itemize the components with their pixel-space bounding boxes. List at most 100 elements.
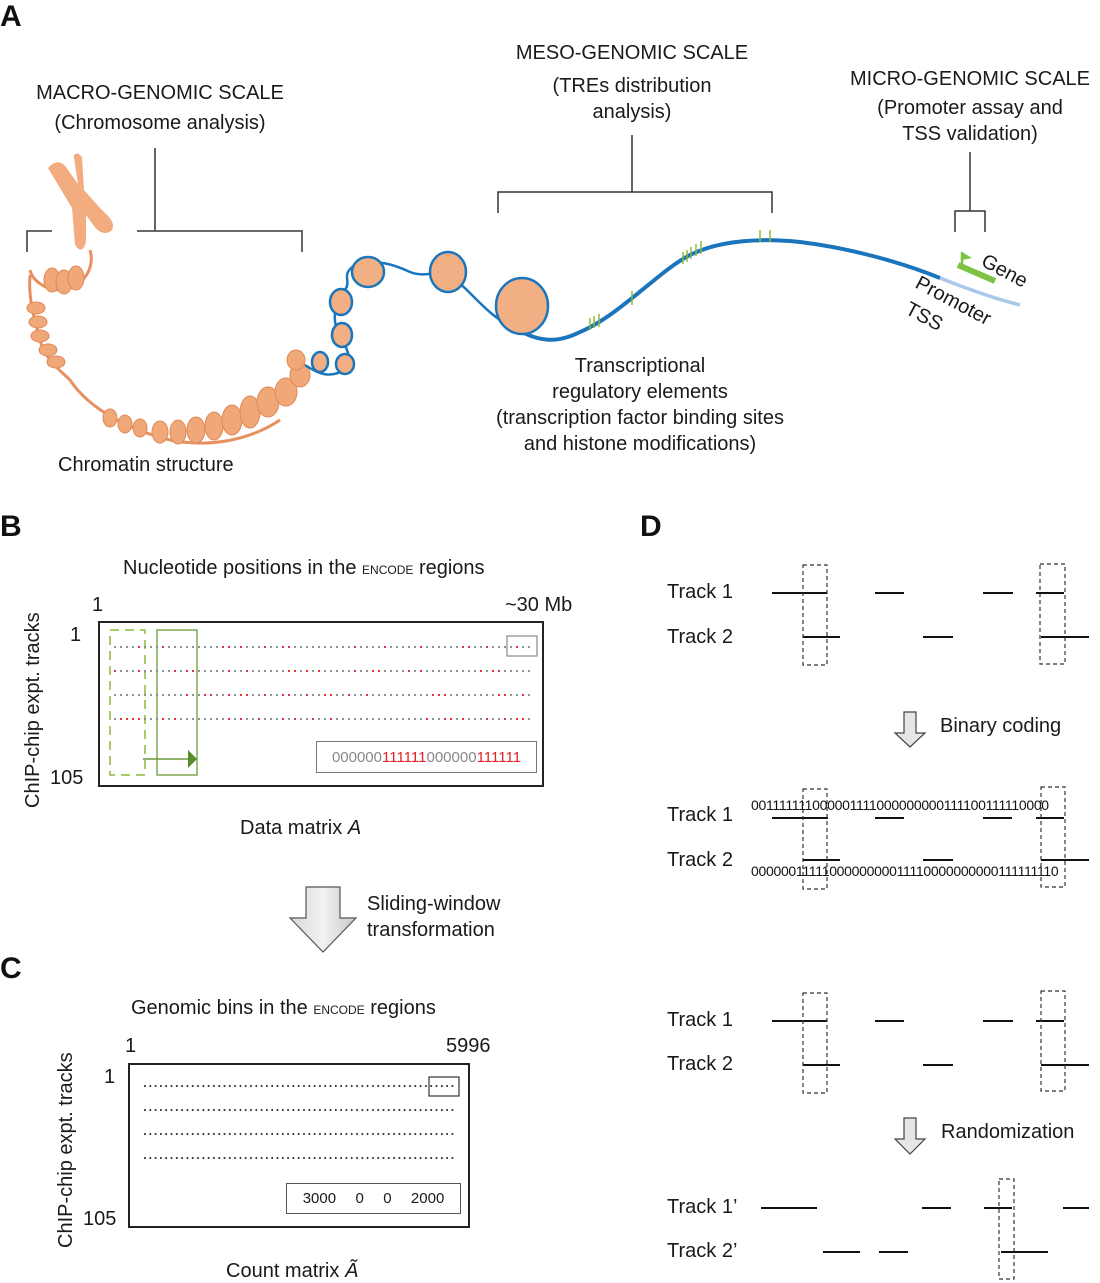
bin-dot <box>218 1109 221 1111</box>
bin-dot <box>409 1109 411 1111</box>
zero-dot <box>413 717 417 721</box>
bin-dot <box>207 1133 210 1135</box>
zero-dot <box>377 693 381 697</box>
one-dot <box>521 693 525 697</box>
zero-dot <box>257 645 261 649</box>
one-dot <box>293 669 297 673</box>
zero-dot <box>503 645 507 649</box>
bin-dot <box>313 1109 316 1111</box>
one-dot <box>293 717 297 721</box>
zero-dot <box>383 669 387 673</box>
zero-dot <box>371 645 375 649</box>
bin-dot <box>424 1085 427 1087</box>
zero-dot <box>455 717 459 721</box>
zero-dot <box>143 645 147 649</box>
zero-dot <box>527 693 531 697</box>
bin-dot <box>255 1085 258 1087</box>
zero-dot <box>113 693 117 697</box>
zero-dot <box>485 669 489 673</box>
one-dot <box>227 717 231 721</box>
zero-dot <box>389 669 393 673</box>
zero-dot <box>467 693 471 697</box>
bin-dot <box>382 1157 385 1159</box>
zero-dot <box>377 645 381 649</box>
overlap-window <box>1040 786 1066 888</box>
count-inset: 3000 0 0 2000 <box>286 1183 461 1214</box>
zero-dot <box>179 645 183 649</box>
one-dot <box>449 717 453 721</box>
bin-dot <box>165 1157 168 1159</box>
zero-dot <box>335 669 339 673</box>
zero-dot <box>245 717 249 721</box>
bin-dot <box>356 1157 358 1159</box>
bin-dot <box>403 1157 406 1159</box>
zero-dot <box>179 669 183 673</box>
bin-dot <box>276 1085 279 1087</box>
bin-dot <box>191 1133 194 1135</box>
panel-c-y-end: 105 <box>83 1208 117 1230</box>
bin-dot <box>303 1109 305 1111</box>
bin-dot <box>308 1133 311 1135</box>
zero-dot <box>221 717 225 721</box>
zero-dot <box>269 669 273 673</box>
meso-scale-subtitle-1: (TREs distribution <box>552 75 712 97</box>
zero-dot <box>395 717 399 721</box>
bin-dot <box>340 1085 343 1087</box>
bin-dot <box>419 1109 422 1111</box>
zero-dot <box>347 669 351 673</box>
one-dot <box>491 669 495 673</box>
panel-c-y-start: 1 <box>104 1066 116 1088</box>
bin-dot <box>371 1133 374 1135</box>
zero-dot <box>299 645 303 649</box>
micro-scale-subtitle-1: (Promoter assay and <box>877 97 1063 119</box>
zero-dot <box>191 645 195 649</box>
bin-dot <box>387 1109 390 1111</box>
bin-dot <box>350 1085 353 1087</box>
bin-dot <box>387 1085 390 1087</box>
zero-dot <box>263 669 267 673</box>
zero-dot <box>299 669 303 673</box>
zero-dot <box>461 669 465 673</box>
zero-dot <box>143 693 147 697</box>
bin-dot <box>202 1085 205 1087</box>
bin-dot <box>414 1133 417 1135</box>
zero-dot <box>443 645 447 649</box>
zero-dot <box>155 717 159 721</box>
zero-dot <box>503 669 507 673</box>
bin-dot <box>197 1085 199 1087</box>
zero-dot <box>203 645 207 649</box>
bin-dot <box>197 1133 199 1135</box>
bin-dot <box>191 1157 194 1159</box>
bin-dot <box>303 1133 305 1135</box>
bin-dot <box>435 1109 438 1111</box>
zero-dot <box>467 717 471 721</box>
bin-dot <box>170 1133 173 1135</box>
tre-label-3: (transcription factor binding sites <box>496 407 784 429</box>
one-dot <box>497 693 501 697</box>
bin-dot <box>159 1133 162 1135</box>
bin-dot <box>212 1133 215 1135</box>
bin-dot <box>350 1109 353 1111</box>
bin-dot <box>366 1085 369 1087</box>
bin-dot <box>414 1109 417 1111</box>
panel-c-letter: C <box>0 952 22 985</box>
bin-dot <box>281 1109 284 1111</box>
zero-dot <box>413 669 417 673</box>
binary-coding-label: Binary coding <box>940 715 1062 737</box>
bin-dot <box>303 1157 305 1159</box>
bin-dot <box>170 1085 173 1087</box>
data-matrix-box <box>98 621 544 787</box>
bin-dot <box>308 1109 311 1111</box>
bin-dot <box>334 1157 337 1159</box>
one-dot <box>281 717 285 721</box>
one-dot <box>281 693 285 697</box>
one-dot <box>239 693 243 697</box>
zero-dot <box>197 669 201 673</box>
zero-dot <box>293 645 297 649</box>
bin-dot <box>377 1133 380 1135</box>
zero-dot <box>413 693 417 697</box>
randomization-arrow-icon <box>893 1117 927 1155</box>
zero-dot <box>377 717 381 721</box>
highlight-cell-box <box>506 635 538 657</box>
